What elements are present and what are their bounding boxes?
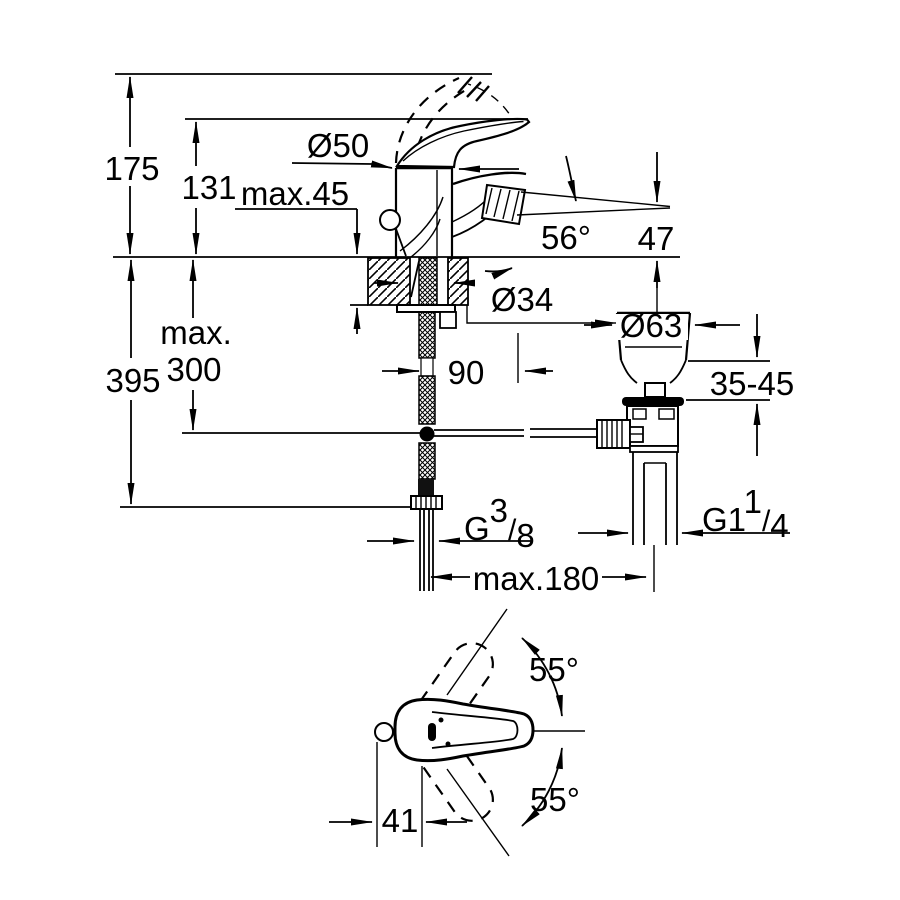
dim-spray-angle: 56° — [484, 155, 671, 280]
lever-handle — [395, 117, 531, 169]
dim-56deg-label: 56° — [541, 219, 591, 256]
dim-height-spout: 131 — [181, 121, 237, 255]
handle-outline-top-view — [393, 697, 535, 763]
dim-hose-length: max. 300 — [160, 259, 232, 431]
dim-55-bottom-label: 55° — [530, 781, 580, 818]
dim-waste-thread: G11/4 — [578, 483, 790, 544]
pull-rod-knob-top-view — [374, 722, 394, 742]
dim-131-label: 131 — [181, 169, 236, 206]
waste-o-ring — [622, 397, 684, 406]
handle-top-view: 55° 55° 41 — [329, 608, 585, 857]
flex-hose-segment — [418, 311, 436, 359]
hose-fitting — [418, 479, 434, 496]
dim-47-label: 47 — [638, 220, 675, 257]
supply-thread-label: G3/8 — [464, 492, 535, 554]
shank-through-hole — [418, 257, 438, 306]
dim-outlet-height: 47 — [638, 152, 675, 313]
counter-hatch-left — [367, 257, 411, 306]
mounting-flange — [396, 304, 456, 313]
dim-spacing: max.180 — [430, 560, 647, 597]
dim-395-label: 395 — [105, 362, 160, 399]
front-view: 175 131 max.45 395 max. 300 — [104, 73, 794, 597]
dim-35-45-label: 35-45 — [710, 365, 794, 402]
flex-hose-segment — [418, 375, 436, 425]
dim-deck-thickness: max.45 — [235, 175, 368, 334]
dim-300-label: 300 — [166, 351, 221, 388]
dim-41-label: 41 — [382, 802, 419, 839]
dim-max180-label: max.180 — [473, 560, 600, 597]
dim-175-label: 175 — [104, 150, 159, 187]
lever-raised-outline — [394, 76, 460, 164]
counter-hatch-right — [447, 257, 469, 306]
dim-body-diameter: Ø50 — [291, 127, 519, 173]
pop-up-waste-assembly — [596, 311, 692, 592]
spout-top-edge — [452, 171, 527, 186]
dim-waste-flange-diameter: Ø63 — [584, 307, 740, 344]
dim-55-top-label: 55° — [529, 651, 579, 688]
dim-deck-range: 35-45 — [686, 314, 794, 456]
waste-thread-label: G11/4 — [702, 483, 789, 544]
pull-rod-knob — [379, 209, 401, 231]
dim-handle-offset: 41 — [329, 742, 467, 847]
mounting-stud — [439, 311, 457, 329]
flex-hose-segment — [418, 442, 436, 480]
dim-d34-label: Ø34 — [491, 281, 553, 318]
dim-max45-label: max.45 — [241, 175, 349, 212]
handle-mark — [428, 723, 436, 741]
dim-swivel-angle-bottom: 55° — [521, 747, 580, 827]
dim-d63-label: Ø63 — [620, 307, 682, 344]
rod-joint-ball — [419, 426, 435, 442]
dim-90-label: 90 — [448, 354, 485, 391]
dim-d50-label: Ø50 — [307, 127, 369, 164]
faucet-body-drawing — [379, 76, 531, 258]
dim-offset-90: 90 — [382, 333, 553, 391]
dim-swivel-angle-top: 55° — [521, 637, 579, 717]
dim-height-below-counter: 395 — [105, 259, 161, 505]
counter-section — [367, 257, 469, 306]
mounting-and-hoses — [396, 304, 597, 591]
dim-height-overall: 175 — [104, 76, 160, 255]
dim-supply-thread: G3/8 — [367, 492, 535, 554]
dim-max-word: max. — [160, 314, 232, 351]
